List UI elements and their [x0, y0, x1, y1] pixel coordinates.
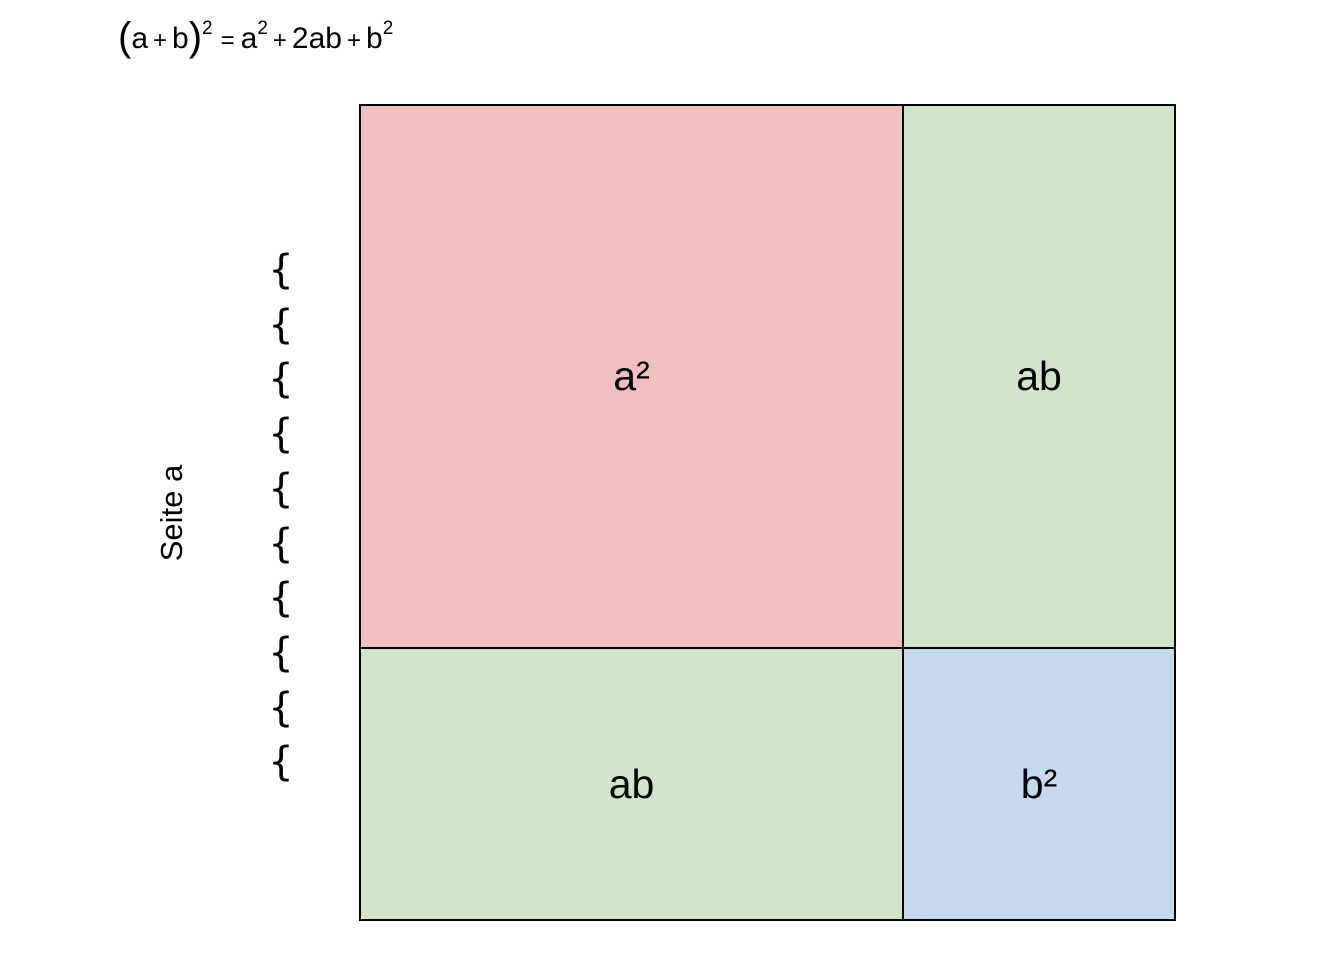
- brace-icon: {: [268, 301, 294, 348]
- side-label: Seite a: [154, 464, 189, 562]
- cell-ab-bottom-label: ab: [608, 760, 655, 807]
- brace-icon: {: [268, 356, 294, 403]
- cell-a-squared-label: a²: [613, 353, 650, 399]
- cell-b-squared: b²: [904, 649, 1174, 919]
- brace-icon: {: [268, 739, 294, 786]
- cell-a-squared: a²: [361, 106, 904, 649]
- cell-ab-bottom: ab: [361, 649, 904, 919]
- formula-a: a: [131, 22, 149, 55]
- brace-icon: {: [268, 520, 294, 567]
- formula-plus: +: [346, 27, 361, 54]
- square-diagram: a² ab ab b²: [359, 104, 1176, 921]
- formula: (a+b)2=a2+2ab+b2: [118, 12, 393, 62]
- formula-open-paren: (: [118, 15, 132, 59]
- cell-ab-right: ab: [904, 106, 1174, 649]
- brace-icon: {: [268, 629, 294, 676]
- formula-plus: +: [153, 27, 168, 54]
- formula-plus: +: [272, 27, 287, 54]
- formula-a-term: a: [240, 22, 258, 55]
- formula-exponent: 2: [202, 18, 213, 39]
- formula-2ab-term: 2ab: [291, 22, 342, 55]
- formula-exponent: 2: [382, 18, 394, 39]
- brace-icon: {: [268, 411, 294, 458]
- formula-exponent: 2: [257, 18, 268, 39]
- brace-icon: {: [268, 465, 294, 512]
- brace-icon: {: [268, 575, 294, 622]
- formula-close-paren: ): [188, 15, 203, 59]
- formula-b-term: b: [366, 22, 383, 55]
- brace-icon: {: [268, 684, 294, 731]
- formula-equals: =: [220, 27, 235, 54]
- formula-b: b: [172, 22, 189, 55]
- cell-ab-right-label: ab: [1016, 353, 1062, 399]
- brace-icon: {: [268, 247, 294, 293]
- cell-b-squared-label: b²: [1020, 760, 1058, 807]
